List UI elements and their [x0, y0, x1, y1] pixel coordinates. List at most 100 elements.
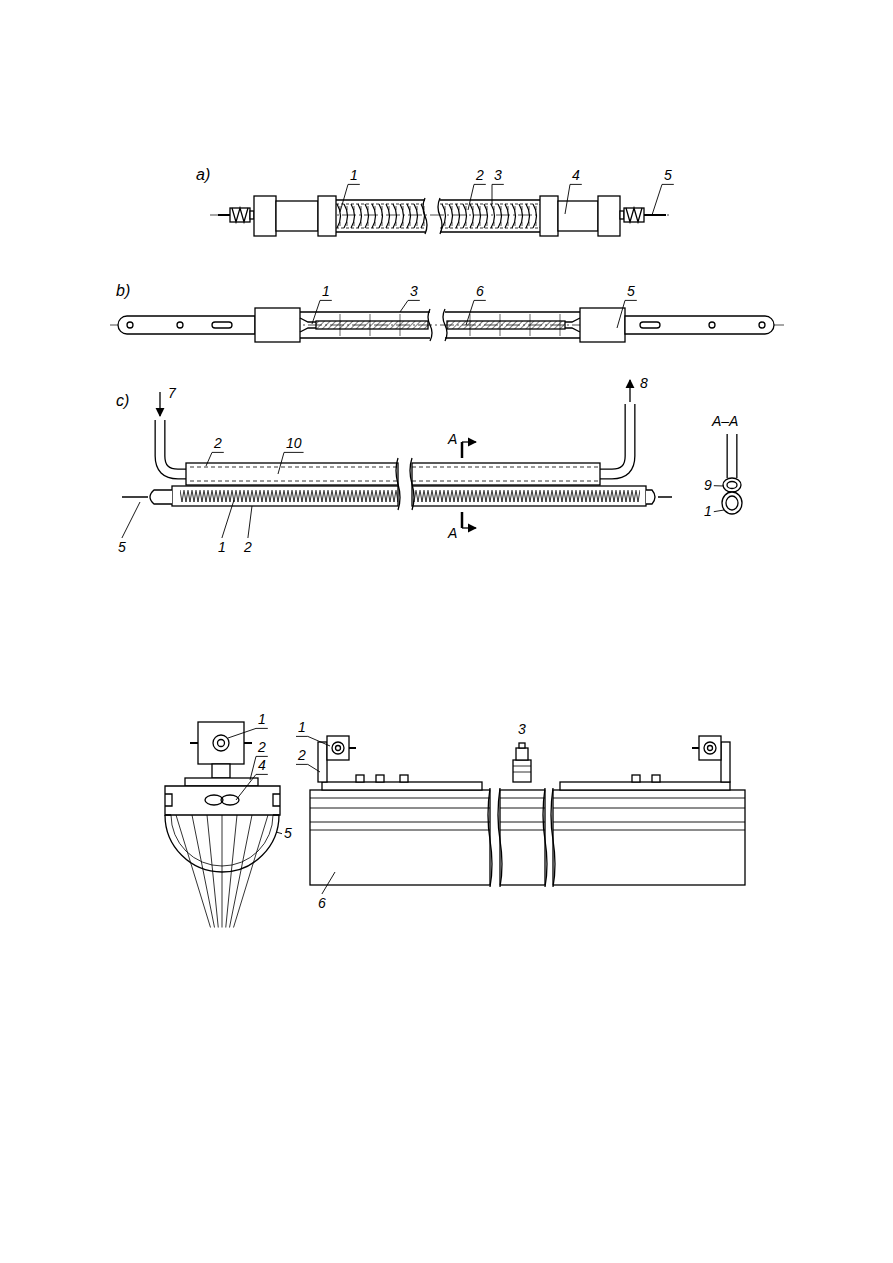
emitter-side-view — [519, 743, 525, 748]
leader-line — [206, 452, 224, 466]
cooled-heater — [461, 442, 464, 458]
callout-number: 4 — [572, 168, 580, 183]
callout-number: 1 — [350, 168, 358, 183]
emitter-section — [165, 786, 280, 815]
figure-letter: c) — [116, 392, 129, 410]
cooled-heater — [396, 458, 400, 510]
emitter-section — [222, 815, 223, 928]
emitter-section — [207, 815, 218, 928]
tubular-heater — [423, 198, 427, 234]
callout-number: 3 — [410, 284, 418, 299]
callout-number: 4 — [258, 758, 266, 773]
emitter-section — [190, 742, 252, 744]
strip-heater — [212, 322, 232, 328]
callout-number: 1 — [258, 712, 266, 727]
cooled-heater — [723, 478, 741, 492]
leader-line — [714, 485, 724, 486]
emitter-side-view — [692, 747, 699, 749]
emitter-side-view — [513, 760, 531, 782]
cooled-heater — [727, 434, 738, 478]
tubular-heater — [210, 196, 672, 236]
tubular-heater — [624, 208, 644, 222]
leader-line — [340, 184, 360, 212]
callout-number: 6 — [318, 896, 326, 911]
tubular-heater — [644, 214, 666, 216]
section-title: A–A — [712, 414, 738, 429]
tubular-heater — [540, 196, 558, 236]
emitter-section — [218, 740, 225, 747]
cooled-heater — [412, 486, 646, 506]
emitter-side-view — [310, 736, 745, 887]
strip-heater — [110, 308, 785, 342]
emitter-side-view — [699, 736, 721, 760]
cooled-heater — [461, 512, 464, 528]
section-mark: A — [448, 526, 457, 541]
emitter-section — [226, 815, 237, 928]
emitter-section — [230, 815, 253, 928]
callout-number: 1 — [322, 284, 330, 299]
callout-number: 2 — [258, 740, 266, 755]
emitter-side-view — [543, 788, 547, 887]
leader-line — [400, 300, 420, 312]
callout-number: 2 — [476, 168, 484, 183]
tubular-heater — [336, 202, 425, 230]
leader-line — [617, 300, 637, 328]
cooled-heater — [180, 490, 398, 502]
cooled-heater — [596, 404, 630, 474]
emitter-side-view — [356, 775, 364, 782]
callout-number: 2 — [298, 748, 306, 763]
callout-number: 3 — [494, 168, 502, 183]
strip-heater — [118, 316, 255, 334]
cooled-heater — [186, 463, 398, 485]
emitter-side-view — [516, 748, 528, 760]
tubular-heater — [232, 208, 248, 222]
emitter-side-view — [310, 790, 490, 885]
emitter-side-view — [327, 736, 349, 760]
cooled-heater — [646, 490, 655, 504]
emitter-side-view — [322, 782, 482, 790]
strip-heater — [447, 321, 565, 329]
tubular-heater — [438, 198, 442, 234]
leader-line — [276, 832, 282, 834]
leader-line — [565, 184, 582, 214]
section-mark: A — [448, 432, 457, 447]
emitter-side-view — [551, 788, 555, 887]
cooled-heater — [172, 486, 398, 506]
emitter-section — [234, 815, 269, 928]
tubular-heater — [230, 208, 250, 222]
cooled-heater — [122, 380, 742, 528]
cooled-heater — [414, 490, 640, 502]
emitter-section — [212, 764, 230, 778]
callout-number: 10 — [286, 436, 302, 451]
emitter-side-view — [632, 775, 640, 782]
emitter-side-view — [488, 788, 492, 887]
callout-number: 5 — [627, 284, 635, 299]
emitter-side-view — [704, 742, 716, 754]
leader-line — [296, 736, 330, 746]
strip-heater — [759, 322, 765, 328]
emitter-section — [185, 778, 258, 786]
tubular-heater — [318, 196, 336, 236]
cooled-heater — [159, 392, 160, 416]
strip-heater — [177, 322, 183, 328]
callout-number: 5 — [664, 168, 672, 183]
emitter-side-view — [332, 742, 344, 754]
figure-letter: b) — [116, 282, 130, 300]
leader-line — [228, 728, 268, 738]
tubular-heater — [276, 201, 318, 231]
emitter-side-view — [310, 798, 745, 830]
cooled-heater — [150, 490, 172, 504]
tubular-heater — [598, 196, 620, 236]
leader-line — [322, 872, 335, 894]
figure-letter: a) — [196, 166, 210, 184]
tubular-heater — [440, 202, 540, 230]
emitter-side-view — [721, 742, 730, 782]
emitter-section — [213, 735, 229, 751]
cooled-heater — [727, 482, 737, 489]
cooled-heater — [629, 380, 630, 402]
leader-line — [250, 756, 268, 780]
emitter-section — [192, 815, 215, 928]
